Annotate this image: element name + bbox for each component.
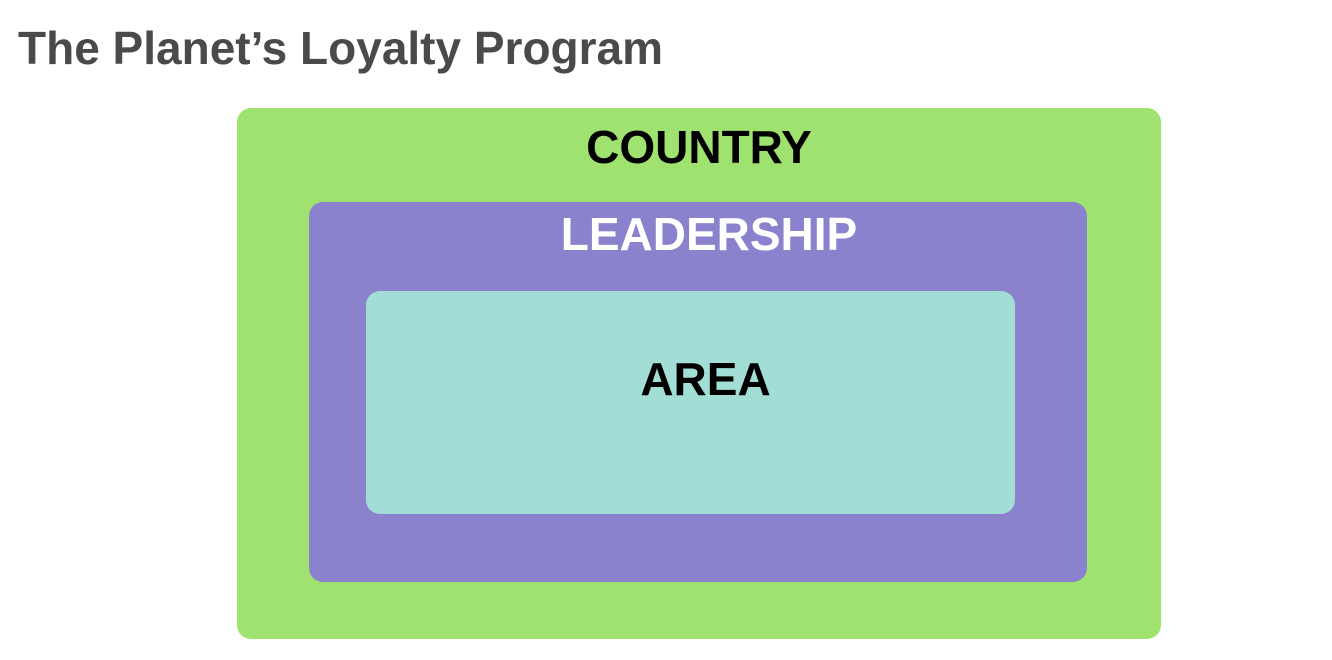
country-label: COUNTRY — [586, 121, 812, 173]
leadership-label: LEADERSHIP — [560, 208, 858, 260]
area-box — [366, 291, 1015, 514]
page-title: The Planet’s Loyalty Program — [18, 22, 664, 74]
area-label: AREA — [640, 353, 771, 405]
